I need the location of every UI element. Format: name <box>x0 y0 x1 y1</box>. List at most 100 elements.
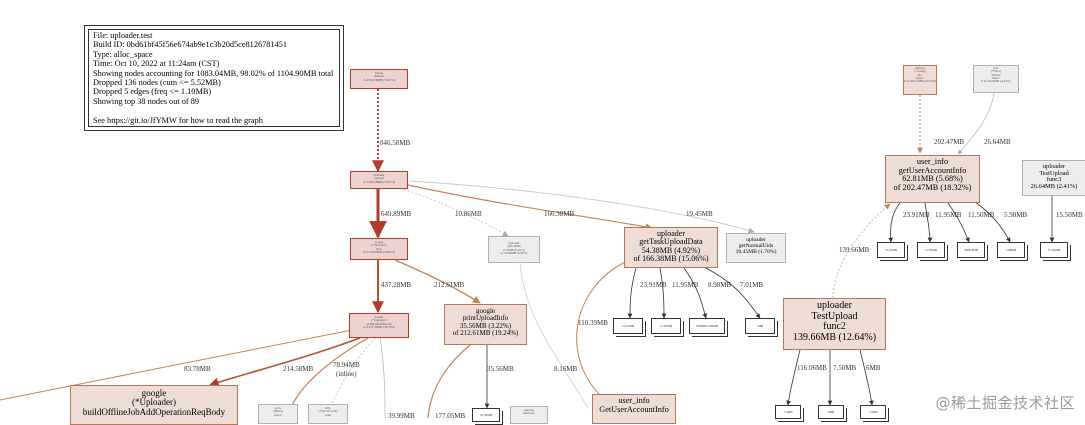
edge-label: 8.16MB <box>554 365 578 373</box>
edge-label: 846.58MB <box>380 139 411 147</box>
node-line: 35.56MB (3.22%) <box>459 321 512 330</box>
node-upload[interactable]: uploader Upload 0 of 846.58MB (76.62%) <box>350 171 408 189</box>
node-line: func1 <box>992 76 1000 81</box>
edge-label: 26.64MB <box>984 138 1011 146</box>
leaf-user-top-4[interactable]: 5.98MB <box>997 242 1025 258</box>
node-runtime-top[interactable]: runtime (*Group) Do func1 0 of 229.11MB … <box>903 65 937 95</box>
legend-line <box>93 106 335 115</box>
node-line: (*Uploader) <box>371 243 387 248</box>
node-line: tRunner <box>373 74 385 79</box>
edge-label: 116.06MB <box>797 364 827 372</box>
node-line: func3 <box>1046 176 1062 184</box>
node-line: 54.38MB (4.92%) <box>641 245 701 255</box>
edge-label: 8.98MB <box>708 281 732 289</box>
edge-label: 15.50MB <box>1056 211 1083 219</box>
node-line: doSlow <box>991 72 1001 77</box>
node-run[interactable]: google (*Uploader) Run 0 of 649.89MB (58… <box>350 238 408 260</box>
leaf-user-top-1[interactable]: 23.91MB <box>877 242 905 258</box>
edge-label: 214.58MB <box>283 365 314 373</box>
node-print-upload[interactable]: google printUploadInfo 35.56MB (3.22%) o… <box>444 304 527 345</box>
leaf-func2-3[interactable]: 1.5MB <box>860 405 886 419</box>
edge-label: 5.98MB <box>1004 211 1028 219</box>
leaf-print-1[interactable]: 35.56MB <box>472 408 500 422</box>
edge-label: 39.99MB <box>388 412 415 420</box>
node-test-upload-func2[interactable]: uploader TestUpload func2 139.66MB (12.6… <box>783 298 886 350</box>
node-line: of 212.61MB (19.24%) <box>452 329 519 338</box>
leaf-func3-1[interactable]: 15.50MB <box>1040 242 1068 258</box>
node-line: getCallMb <box>507 244 521 249</box>
node-user-info-top[interactable]: user_info getUserAccountInfo 62.81MB (5.… <box>885 155 980 203</box>
node-small-a[interactable]: proto (Build) func2 <box>258 404 298 424</box>
node-line: google <box>374 315 384 319</box>
node-small-b[interactable]: http (*ServerConn) send <box>308 404 348 424</box>
edge-upload-gettask <box>407 184 653 231</box>
edge-run-print <box>394 259 481 304</box>
leaf-func2-2[interactable]: 5MB <box>818 405 844 419</box>
node-line: (*Uploader) <box>371 318 387 323</box>
node-get-normal[interactable]: uploader getNormalUids 19.45MB (1.76%) <box>726 233 786 263</box>
node-line: of 202.47MB (18.32%) <box>893 183 972 193</box>
edge-label: 6MB <box>866 364 881 372</box>
node-line: addBatchOfflineJob <box>366 321 392 326</box>
edge-label: (inline) <box>336 370 357 378</box>
node-get-task[interactable]: uploader getTaskUploadData 54.38MB (4.92… <box>624 227 718 268</box>
node-add-op[interactable]: google (*Uploader) addBatchOfflineJob 0 … <box>349 313 409 338</box>
edge-label: 7.01MB <box>740 281 764 289</box>
node-line: uploader <box>1042 163 1066 170</box>
node-line: send <box>325 412 331 417</box>
node-line: 2.76MB (0.25%) <box>503 247 525 252</box>
node-line: google <box>374 240 384 244</box>
edge-label: 19.45MB <box>686 210 713 218</box>
node-line: uploader <box>817 300 852 311</box>
node-line: func2 <box>823 321 846 332</box>
node-small-c[interactable]: runtime mallocgc <box>510 406 548 424</box>
node-line: getTaskUploadData <box>639 237 703 247</box>
leaf-get-task-2[interactable]: 11.95MB <box>651 318 681 334</box>
legend-line: Showing top 38 nodes out of 89 <box>93 96 200 106</box>
node-line: TestUpload <box>1039 169 1069 177</box>
node-line: Do <box>918 72 922 77</box>
node-line: 0 of 229.11MB (20.74%) <box>904 79 937 84</box>
node-line: 0 of 437.28MB (39.58%) <box>362 325 396 330</box>
leaf-func2-1[interactable]: 7.3MB <box>775 405 801 419</box>
node-testing[interactable]: testing tRunner 0 of 846.58MB (76.62%) <box>350 69 408 89</box>
leaf-get-task-4[interactable]: 7MB <box>745 318 775 334</box>
leaf-get-task-1[interactable]: 23.91MB <box>613 318 643 334</box>
node-sync-top[interactable]: sync (*Once) doSlow func1 0 of 26.64MB (… <box>973 65 1019 93</box>
node-line: sync <box>993 66 999 70</box>
node-line: getUserAccountInfo <box>898 165 967 175</box>
leaf-get-task-3[interactable]: 8.98MB 4.98MB <box>689 318 725 334</box>
node-line: mallocgc <box>523 411 535 416</box>
edge-label: 7.50MB <box>833 364 857 372</box>
node-line: 0 of 846.58MB (76.62%) <box>362 77 396 82</box>
node-line: runtime <box>915 66 925 70</box>
node-line: of 10.86MB (0.98%) <box>500 251 528 256</box>
legend-line: File: uploader.test <box>93 31 153 40</box>
node-line: 62.81MB (5.68%) <box>902 174 963 184</box>
node-line: TestUpload <box>811 310 858 322</box>
node-line: Run <box>376 246 382 251</box>
edge-label: 649.89MB <box>381 210 412 218</box>
node-user-info-bottom[interactable]: user_info GetUserAccountInfo <box>592 394 676 424</box>
edge-label: 83.78MB <box>184 365 211 373</box>
edge-upload-getcall <box>399 187 509 237</box>
node-line: http <box>325 406 331 410</box>
edge-label: 10.86MB <box>455 210 482 218</box>
node-line: of 166.38MB (15.06%) <box>633 254 709 264</box>
node-line: func1 <box>916 76 924 81</box>
node-line: uploader <box>657 229 685 238</box>
legend-line: Time: Oct 10, 2022 at 11:24am (CST) <box>93 59 220 69</box>
leaf-user-top-2[interactable]: 11.95MB <box>917 242 945 258</box>
legend-line: Build ID: 0bd61bf45f56e674ab9e1c3b20d5ce… <box>93 40 288 50</box>
edge-label: 78.94MB <box>333 361 360 369</box>
edge-label: 212.61MB <box>434 281 465 289</box>
node-build-offline[interactable]: google (*Uploader) buildOfflineJobAddOpe… <box>70 385 238 425</box>
edge-label: 166.38MB <box>544 210 575 218</box>
node-test-upload-func3[interactable]: uploader TestUpload func3 26.64MB (2.41%… <box>1022 160 1085 196</box>
node-line: uploader <box>746 237 766 243</box>
edge-label: 11.95MB <box>672 281 699 289</box>
leaf-user-top-3[interactable]: 5MB 4MB <box>957 242 985 258</box>
node-line: uploader <box>508 241 520 245</box>
node-get-call[interactable]: uploader getCallMb 2.76MB (0.25%) of 10.… <box>488 236 540 263</box>
legend-line: Type: alloc_space <box>93 49 153 59</box>
